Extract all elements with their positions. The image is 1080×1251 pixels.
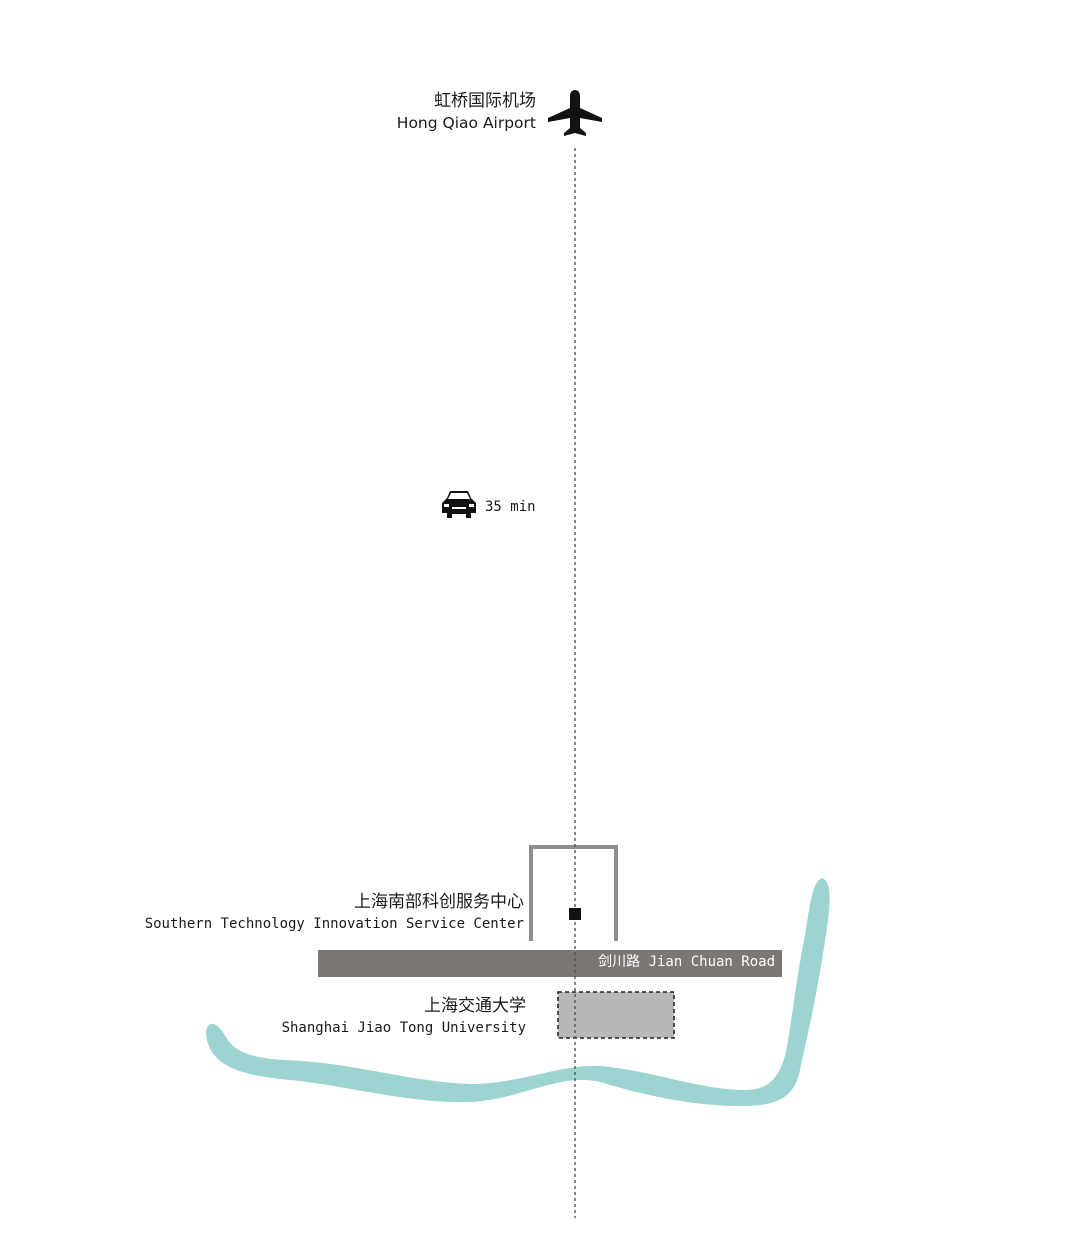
jian-chuan-road: [318, 950, 782, 977]
site-outline: [529, 845, 618, 941]
university-name-en: Shanghai Jiao Tong University: [281, 1020, 526, 1036]
airport-name-zh: 虹桥国际机场: [434, 91, 536, 111]
destination-name-zh: 上海南部科创服务中心: [354, 892, 524, 912]
destination-name-en: Southern Technology Innovation Service C…: [144, 916, 524, 932]
university-label: 上海交通大学 Shanghai Jiao Tong University: [282, 995, 526, 1039]
car-icon: [442, 491, 476, 518]
airport-label: 虹桥国际机场 Hong Qiao Airport: [397, 90, 536, 134]
airplane-icon: [548, 90, 602, 136]
airport-name-en: Hong Qiao Airport: [396, 114, 536, 132]
road-label: 剑川路 Jian Chuan Road: [598, 954, 775, 970]
destination-label: 上海南部科创服务中心 Southern Technology Innovatio…: [145, 891, 524, 935]
university-campus: [557, 991, 675, 1039]
university-name-zh: 上海交通大学: [424, 996, 526, 1016]
travel-time: 35 min: [485, 499, 536, 515]
site-marker: [569, 908, 581, 920]
